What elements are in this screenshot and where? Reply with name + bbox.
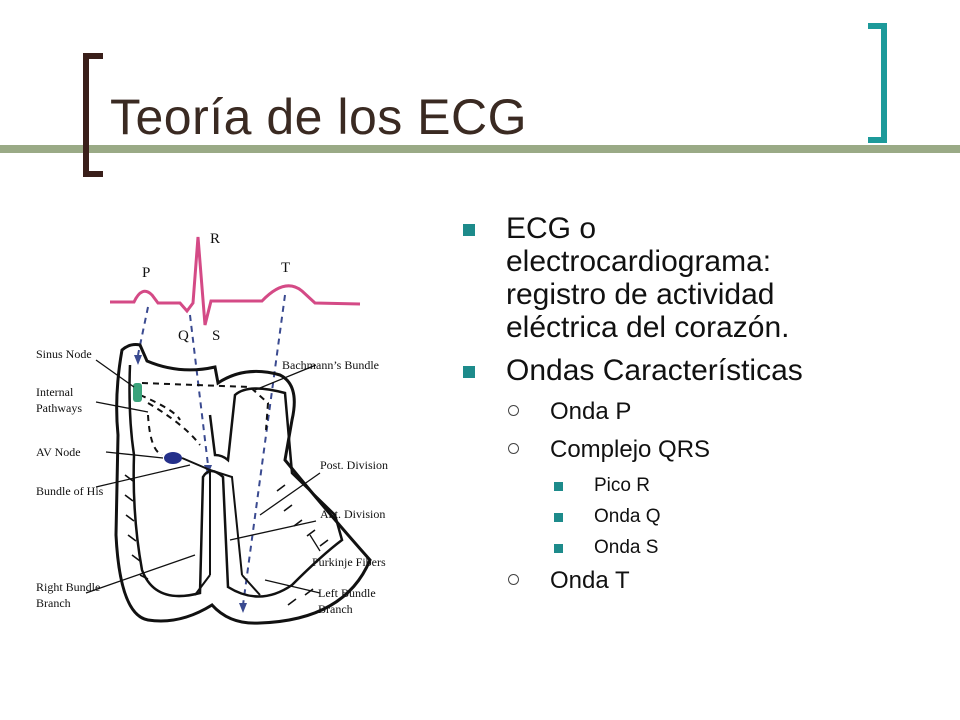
internal-pathways bbox=[139, 382, 270, 456]
circle-bullet-icon bbox=[508, 443, 519, 454]
slide-title: Teoría de los ECG bbox=[110, 89, 528, 145]
bullet-text: Onda T bbox=[550, 567, 630, 594]
bullet-text: Onda P bbox=[550, 398, 632, 425]
square-bullet-icon bbox=[463, 366, 475, 378]
bullet-ondas: Ondas Características bbox=[458, 354, 928, 387]
bullet-text: Pico R bbox=[594, 475, 650, 496]
wave-label-r: R bbox=[210, 231, 220, 247]
wave-label-t: T bbox=[281, 260, 290, 276]
label-av-node: AV Node bbox=[36, 445, 81, 459]
wave-label-s: S bbox=[212, 328, 220, 344]
bullet-text: Ondas Características bbox=[506, 354, 803, 387]
bullet-text-line: eléctrica del corazón. bbox=[506, 311, 790, 344]
bullet-text: Complejo QRS bbox=[550, 436, 711, 463]
label-ant-division: Ant. Division bbox=[320, 507, 385, 521]
label-left-bundle: Left Bundle bbox=[318, 586, 376, 600]
heart-conduction-diagram: P R T Q S bbox=[36, 231, 388, 625]
bullet-list: ECG o electrocardiograma: registro de ac… bbox=[458, 212, 928, 604]
label-left-bundle-2: Branch bbox=[318, 602, 353, 616]
projection-arrowheads bbox=[134, 355, 247, 613]
bullet-text-line: registro de actividad bbox=[506, 278, 775, 311]
label-bachmanns-bundle: Bachmann’s Bundle bbox=[282, 358, 379, 372]
label-internal-pathways: Internal bbox=[36, 385, 74, 399]
bullet-ecg-definition: ECG o electrocardiograma: registro de ac… bbox=[458, 212, 928, 344]
bullet-text-line: ECG o bbox=[506, 212, 597, 245]
sub-sub-bullet-pico-r: Pico R bbox=[458, 473, 928, 499]
sub-bullet-onda-p: Onda P bbox=[458, 397, 928, 427]
projection-arrows bbox=[137, 294, 286, 606]
sub-sub-bullet-onda-q: Onda Q bbox=[458, 504, 928, 530]
sub-sub-bullet-onda-s: Onda S bbox=[458, 535, 928, 561]
square-bullet-icon bbox=[554, 544, 563, 553]
bullet-text: Onda Q bbox=[594, 506, 661, 527]
right-bracket bbox=[868, 23, 887, 143]
wave-label-p: P bbox=[142, 265, 150, 281]
heart-inner-wall bbox=[128, 364, 344, 598]
circle-bullet-icon bbox=[508, 574, 519, 585]
label-post-division: Post. Division bbox=[320, 458, 388, 472]
label-right-bundle: Right Bundle bbox=[36, 580, 100, 594]
label-bundle-of-his: Bundle of His bbox=[36, 484, 104, 498]
av-node bbox=[164, 452, 182, 464]
label-internal-pathways-2: Pathways bbox=[36, 401, 82, 415]
title-rule bbox=[0, 145, 960, 153]
label-purkinje-fibers: Purkinje Fibers bbox=[312, 555, 386, 569]
left-bracket bbox=[83, 53, 103, 177]
label-right-bundle-2: Branch bbox=[36, 596, 71, 610]
wave-label-q: Q bbox=[178, 328, 189, 344]
label-pointers bbox=[85, 359, 321, 594]
bullet-text: Onda S bbox=[594, 537, 659, 558]
sinus-node bbox=[133, 383, 142, 402]
purkinje-fibers bbox=[124, 474, 329, 606]
heart-outer-wall bbox=[114, 343, 372, 625]
sub-bullet-complejo-qrs: Complejo QRS bbox=[458, 435, 928, 465]
square-bullet-icon bbox=[554, 513, 563, 522]
square-bullet-icon bbox=[463, 224, 475, 236]
label-sinus-node: Sinus Node bbox=[36, 347, 92, 361]
circle-bullet-icon bbox=[508, 405, 519, 416]
bundle-branches bbox=[181, 457, 261, 596]
sub-bullet-onda-t: Onda T bbox=[458, 566, 928, 596]
bullet-text-line: electrocardiograma: bbox=[506, 245, 772, 278]
ecg-trace bbox=[110, 236, 361, 326]
square-bullet-icon bbox=[554, 482, 563, 491]
